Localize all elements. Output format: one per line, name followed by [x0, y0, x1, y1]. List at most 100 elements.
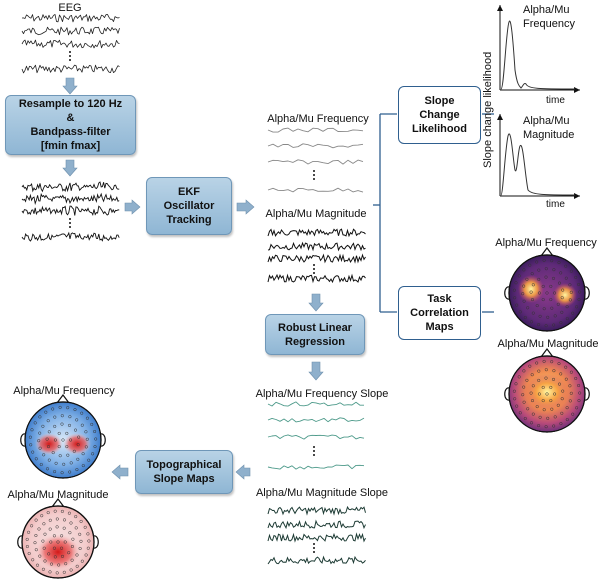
mag-slope-label: Alpha/Mu Magnitude Slope [255, 487, 389, 499]
task-mag-head-electrode [552, 424, 556, 428]
mag-slope-trace-2 [267, 519, 366, 530]
eeg-dots [69, 51, 71, 53]
arrow-resample-to-filtered [62, 159, 78, 177]
topo-freq-head-electrode [75, 418, 79, 422]
mag-trace-1 [267, 228, 366, 238]
task-mag-head-electrode [568, 384, 572, 388]
topo-freq-head-electrode [33, 421, 37, 425]
topo-mag-head-electrode [47, 552, 51, 556]
filtered-trace-4 [21, 231, 120, 242]
topo-freq-head-electrode [41, 424, 45, 428]
task-mag-head-electrode [528, 364, 532, 368]
task-mag-head-electrode [564, 377, 568, 381]
topo-freq-head-electrode [80, 411, 84, 415]
task-freq-head-electrode [513, 296, 517, 300]
task-freq-head-electrode [542, 307, 546, 311]
topo-freq-head-electrode [68, 415, 72, 419]
mag-slope-dots [313, 547, 315, 549]
task-mag-head-electrode [568, 399, 572, 403]
topo-mag-head-electrode [53, 509, 57, 513]
arrow-slopes-to-topo [235, 464, 251, 480]
task-freq-head-electrode [577, 298, 581, 302]
task-freq-head-electrode [544, 267, 548, 271]
task-freq-head-electrode [559, 271, 563, 275]
mag-dots [313, 272, 315, 274]
eeg-trace-4 [21, 64, 120, 74]
topo-freq-head-electrode [85, 437, 89, 441]
topo-freq-head-electrode [42, 453, 46, 457]
topo-freq-head-electrode [69, 461, 73, 465]
task-mag-head-electrode [560, 411, 564, 415]
task-mag-head-electrode [545, 392, 549, 396]
topo-mag-head-electrode [37, 527, 41, 531]
topo-mag-head-electrode [79, 539, 83, 543]
task-mag-head-electrode [530, 399, 535, 403]
plot1-curve [500, 20, 576, 90]
topo-freq-head-electrode [38, 415, 42, 419]
plot2-x-arrowhead [574, 193, 580, 199]
topo-mag-head-electrode [48, 518, 52, 522]
task-mag-head-electrode [522, 369, 526, 373]
task-freq-head-electrode [561, 288, 565, 292]
task-freq-head-electrode [565, 317, 569, 321]
task-freq-head-electrode [531, 283, 535, 287]
task-mag-head-electrode [549, 399, 553, 403]
mag-slope-trace-3 [267, 532, 366, 543]
task-freq-head-electrode [574, 275, 578, 279]
topo-freq-head-electrode [65, 445, 69, 449]
task-freq-head-electrode [545, 291, 549, 295]
topo-mag-head-electrode [63, 540, 67, 544]
topo-mag-head-electrode [40, 514, 44, 518]
plot1-title-line2: Frequency [523, 18, 575, 30]
connector-lines [373, 113, 494, 313]
task-freq-head-electrode [559, 321, 563, 325]
task-mag-head-electrode [512, 389, 516, 393]
topo-freq-head-electrode [66, 406, 70, 410]
eeg-label: EEG [58, 2, 82, 14]
topo-freq-head-electrode [90, 422, 94, 426]
topo-freq-head-electrode [87, 458, 91, 462]
task-freq-head-electrode [564, 264, 568, 268]
topo-freq-head-electrode [61, 438, 65, 442]
task-mag-head-electrode [564, 365, 568, 369]
task-mag-head-electrode [537, 369, 541, 373]
topo-freq-head-electrode [84, 430, 88, 434]
topo-freq-head-outline [24, 401, 102, 479]
topo-freq-label: Alpha/Mu Frequency [13, 385, 115, 397]
topo-freq-head-electrode [73, 408, 77, 412]
topo-mag-head-electrode [35, 563, 40, 567]
task-freq-head-nose [540, 247, 554, 257]
task-mag-head-electrode [538, 415, 542, 419]
topo-freq-head-electrode [67, 423, 72, 427]
task-freq-head-electrode [569, 269, 573, 273]
arrow-filtered-to-ekf [124, 199, 141, 215]
task-mag-head-electrode [571, 412, 575, 416]
task-freq-head-electrode [556, 302, 560, 306]
task-freq-head-electrode [522, 268, 526, 272]
topo-mag-head-electrode [62, 518, 67, 522]
task-freq-head-electrode [560, 310, 564, 314]
topo-freq-head-electrode [81, 464, 85, 468]
freq-slope-trace-4 [267, 464, 365, 470]
topo-mag-head-electrode [53, 555, 57, 559]
topo-mag-head-electrode [60, 554, 65, 558]
arrow-topo-to-maps [111, 464, 129, 480]
task-mag-head-electrode [557, 382, 562, 386]
topo-freq-head-blob-1 [35, 433, 63, 455]
task-freq-head-electrode [530, 298, 535, 302]
topo-mag-head-electrode [87, 539, 91, 543]
task-freq-head-electrode [537, 291, 541, 295]
topo-freq-head-nose [56, 394, 70, 404]
topo-freq-head-electrode [39, 462, 43, 467]
task-mag-head-electrode [537, 378, 541, 382]
topo-freq-head-electrode [58, 405, 62, 409]
mag-trace-2 [267, 241, 366, 252]
topo-mag-head-electrode [42, 546, 46, 550]
topo-mag-head-nose [51, 498, 65, 508]
task-freq-head-electrode [553, 314, 557, 318]
task-mag-head-electrode [550, 360, 554, 364]
task-freq-head-electrode [550, 259, 554, 263]
topo-freq-head-electrode [38, 431, 42, 435]
topo-freq-head-electrode [60, 422, 64, 426]
